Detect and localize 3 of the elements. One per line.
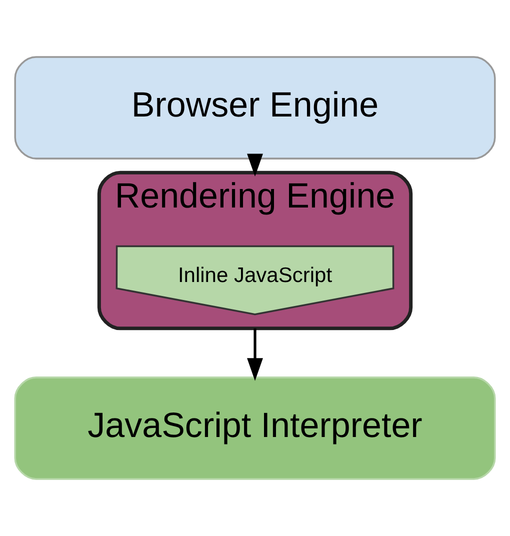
arrow — [247, 154, 263, 177]
arrow — [247, 328, 263, 381]
node-box: JavaScript Interpreter — [14, 376, 496, 480]
